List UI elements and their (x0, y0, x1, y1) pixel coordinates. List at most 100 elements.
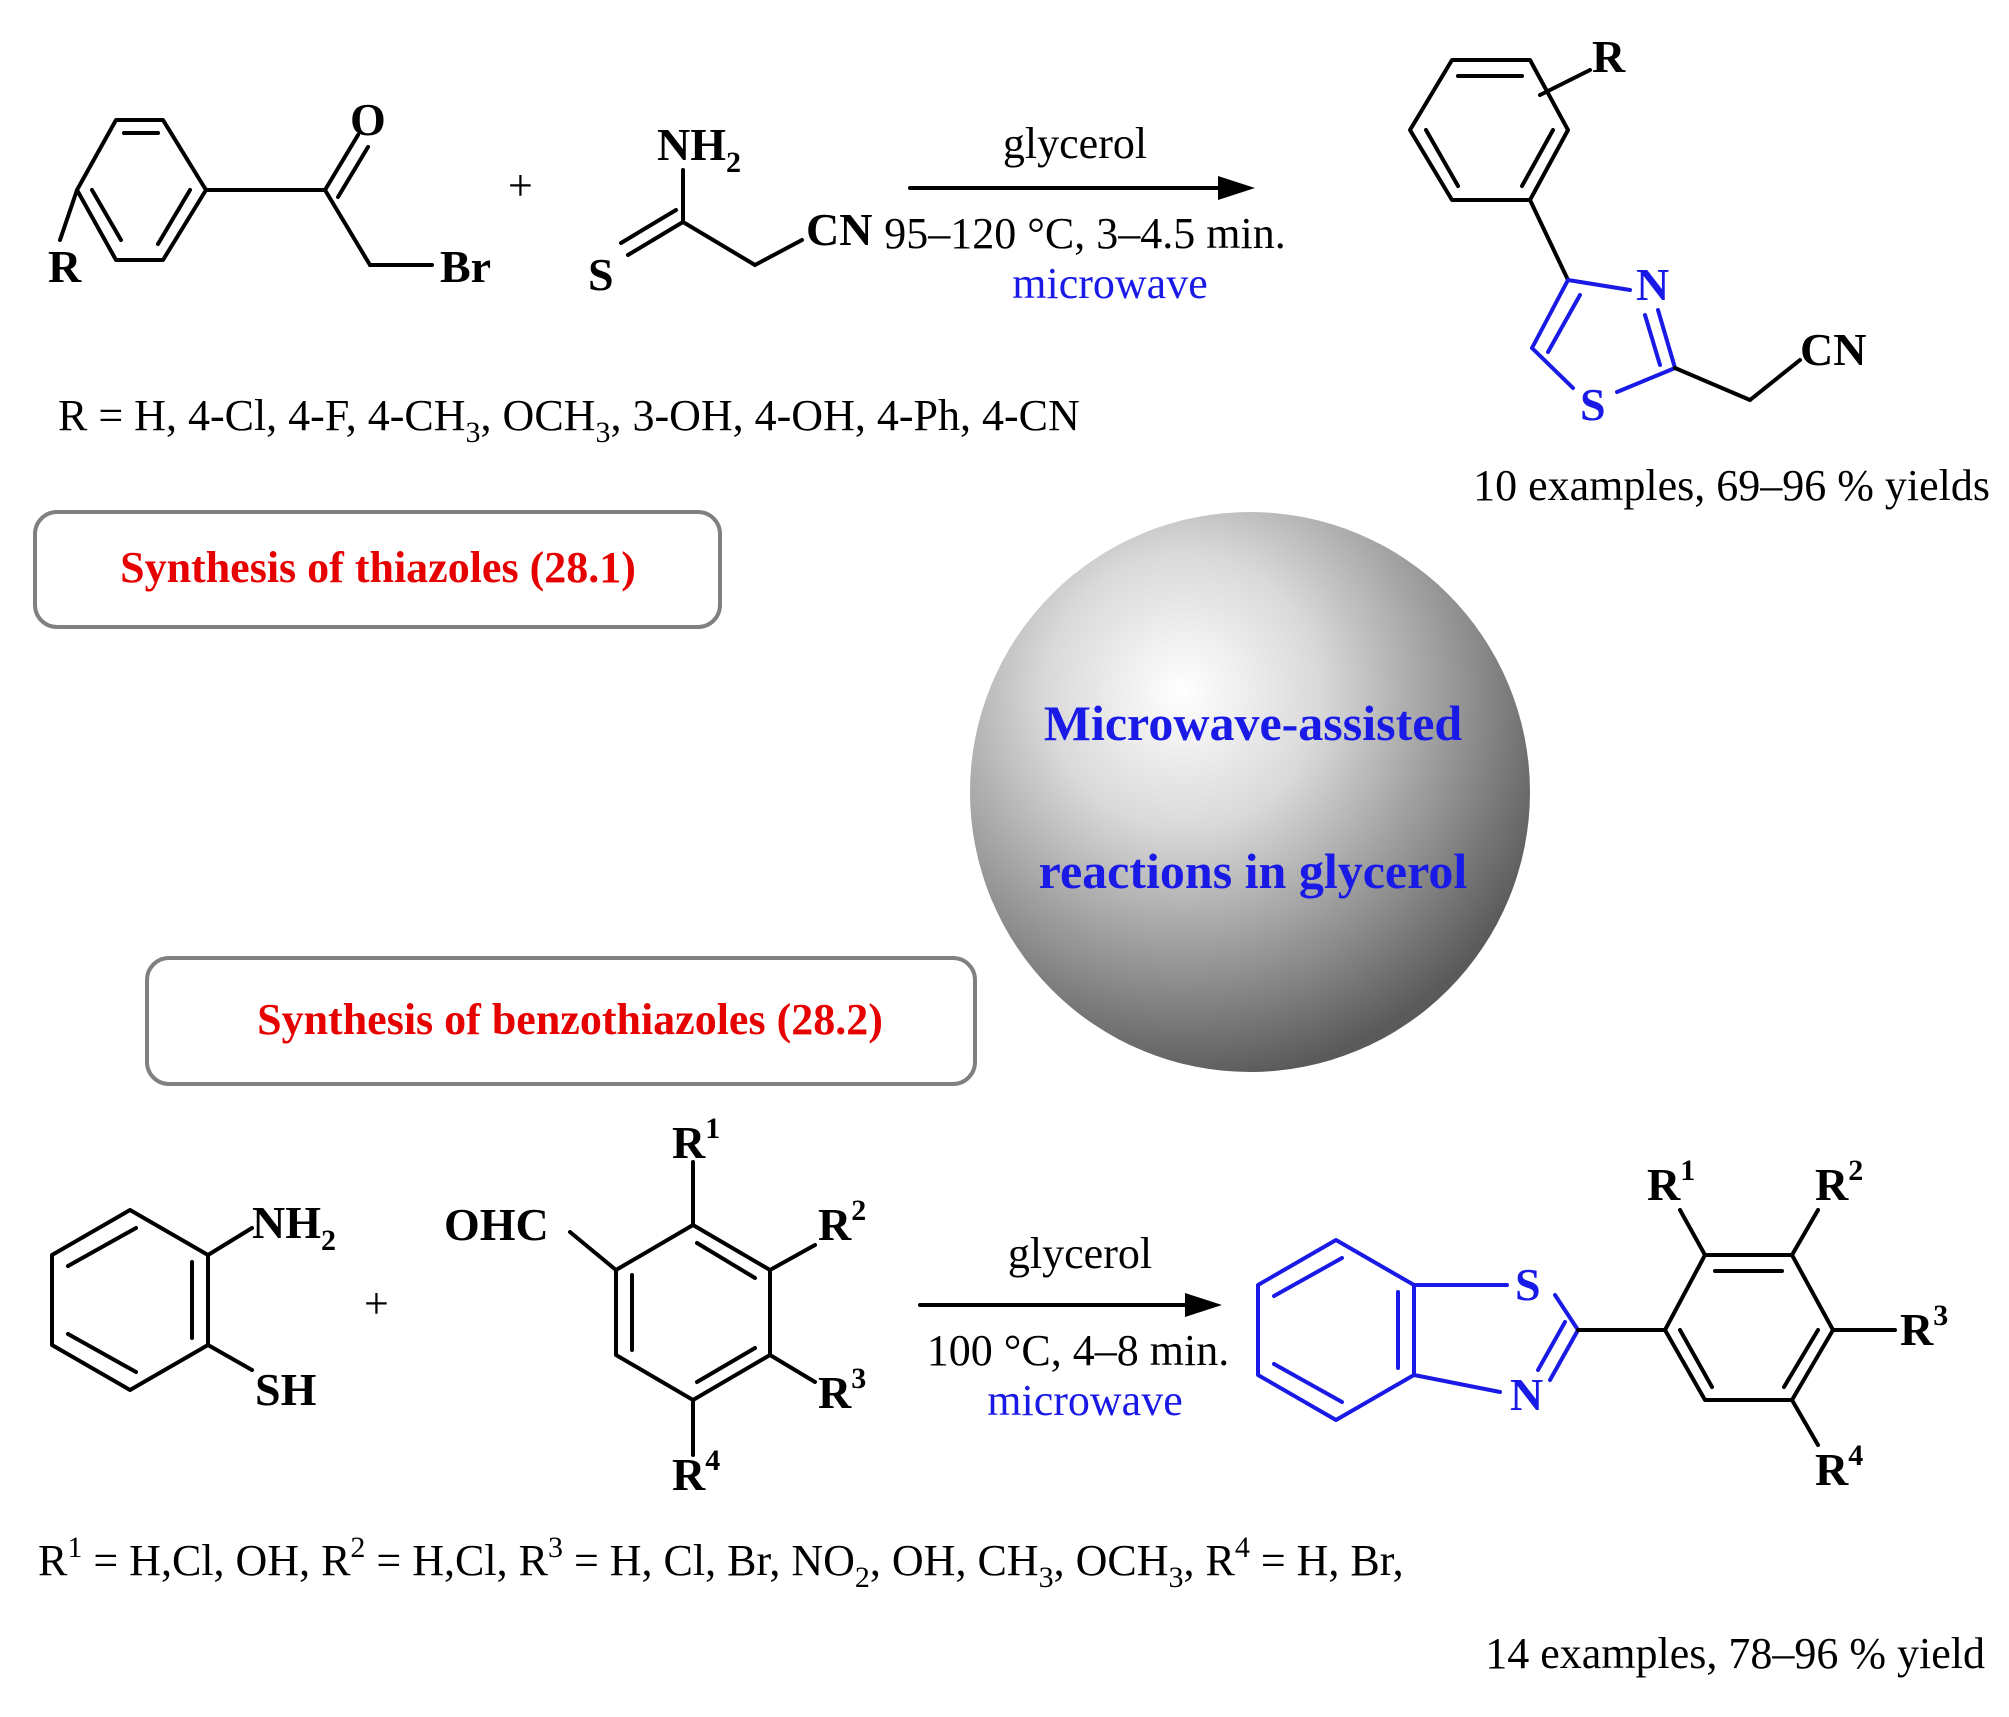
center-line-2: reactions in glycerol (1039, 843, 1468, 899)
s-c2-bond (1553, 1293, 1580, 1332)
ch2-cn-bond (753, 238, 804, 267)
c-cho-bond (568, 1230, 618, 1272)
thiazole-product-molecule: R N S CN (1408, 31, 1866, 430)
ch2-bond (323, 188, 372, 267)
inner-bond (156, 188, 192, 246)
benzothiazole-title: Synthesis of benzothiazoles (28.2) (257, 995, 883, 1044)
atom-Br: Br (440, 241, 491, 292)
product-R3: R3 (1900, 1299, 1948, 1355)
arrow-head (1218, 176, 1255, 200)
inner-bond (1424, 128, 1460, 188)
c2-n-bond (1643, 313, 1662, 367)
aminothiophenol-ring (50, 1208, 210, 1392)
r-groups-fragment: 4 (1235, 1531, 1250, 1564)
c-r1-bond (1678, 1208, 1707, 1257)
r-groups-fragment: = H,Cl, OH, R (82, 1536, 351, 1585)
r-groups-fragment: 2 (855, 1561, 870, 1594)
r-groups-fragment: = H, Cl, Br, NO (563, 1536, 855, 1585)
sphere (970, 512, 1530, 1072)
title-box-border (145, 956, 977, 1086)
c-sh-bond (206, 1343, 254, 1372)
r-groups-fragment: 3 (1039, 1561, 1054, 1594)
c-ch2-bond (681, 220, 757, 267)
s-c2-bond (1615, 366, 1677, 394)
inner-bond (695, 1241, 757, 1280)
r-groups-fragment: 3 (1168, 1561, 1183, 1594)
cyanothioacetamide-molecule: NH2 S CN (588, 119, 872, 300)
r-bond (1538, 68, 1592, 97)
product-R4: R4 (1815, 1439, 1863, 1495)
atom-OHC: OHC (444, 1199, 549, 1250)
r-groups-fragment: R (38, 1536, 68, 1585)
temp-time-label: 100 °C, 4–8 min. (927, 1326, 1229, 1375)
product-CN: CN (1800, 324, 1866, 375)
phenyl-thiazole-bond (1528, 198, 1570, 282)
inner-bond (695, 1346, 757, 1384)
thiazole-yield: 10 examples, 69–96 % yields (1473, 461, 1990, 510)
aminothiophenol-molecule: NH2 SH (50, 1197, 336, 1415)
product-S: S (1580, 379, 1606, 430)
benzothiazole-yield: 14 examples, 78–96 % yield (1485, 1629, 1985, 1678)
phenacyl-bromide-molecule: O R Br (48, 94, 491, 292)
ch2-cn-bond (1748, 358, 1802, 402)
atom-SH: SH (255, 1364, 317, 1415)
product-R1: R1 (1647, 1154, 1695, 1210)
r-groups-fragment: 2 (350, 1531, 365, 1564)
atom-CN: CN (806, 204, 872, 255)
inner-bond (1782, 1328, 1820, 1389)
inner-bond (1272, 1362, 1344, 1404)
plus-sign: + (364, 1279, 389, 1328)
atom-R4: R4 (672, 1444, 720, 1500)
inner-bond (66, 1226, 138, 1268)
c4-c5-bond (1546, 293, 1582, 354)
arrow-head (1185, 1293, 1222, 1317)
benzo-ring (1256, 1238, 1416, 1422)
thiazole-r-groups: R = H, 4-Cl, 4-F, 4-CH3, OCH3, 3-OH, 4-O… (58, 391, 1080, 449)
c5-s-bond (1530, 346, 1575, 390)
c-r3-bond (768, 1353, 817, 1384)
atom-NH2: NH2 (657, 119, 741, 179)
c-r4-bond (1790, 1398, 1820, 1447)
phenacyl-benzene-ring (75, 118, 208, 262)
atom-R: R (48, 241, 82, 292)
c-r2-bond (1790, 1208, 1820, 1257)
r-bond (58, 188, 79, 242)
atom-R1: R1 (672, 1112, 720, 1168)
c-n-bond (1412, 1373, 1502, 1394)
product-phenyl-ring (1408, 58, 1570, 202)
c4-n-bond (1566, 278, 1632, 292)
inner-bond (1272, 1256, 1344, 1298)
c-r2-bond (768, 1243, 817, 1272)
solvent-label: glycerol (1008, 1229, 1152, 1278)
product-N: N (1636, 259, 1669, 310)
carbonyl-bond (336, 145, 370, 199)
c2-ch2-bond (1673, 366, 1752, 402)
carbonyl-bond (323, 133, 360, 192)
benzothiazole-title-box: Synthesis of benzothiazoles (28.2) (145, 956, 977, 1086)
c4-c5-bond (1530, 278, 1570, 350)
r-groups-fragment: 1 (67, 1531, 82, 1564)
method-label: microwave (987, 1376, 1182, 1425)
r-groups-fragment: , OCH (1054, 1536, 1169, 1585)
title-box-border (33, 510, 722, 629)
thiazole-reaction-arrow: glycerol 95–120 °C, 3–4.5 min. microwave (884, 119, 1285, 308)
product-S: S (1515, 1259, 1541, 1310)
solvent-label: glycerol (1003, 119, 1147, 168)
atom-R3: R3 (818, 1362, 866, 1418)
center-sphere: Microwave-assisted reactions in glycerol (970, 512, 1530, 1072)
product-R: R (1592, 31, 1626, 82)
product-N: N (1510, 1369, 1543, 1420)
aldehyde-ring (614, 1223, 772, 1402)
c2-n-bond (1536, 1320, 1567, 1372)
center-line-1: Microwave-assisted (1044, 695, 1463, 751)
r-groups-fragment: , OH, CH (870, 1536, 1039, 1585)
r-groups-fragment: = H, Br, (1250, 1536, 1404, 1585)
thiazole-title-box: Synthesis of thiazoles (28.1) (33, 510, 722, 629)
aryl-ring (1663, 1253, 1835, 1402)
atom-O: O (350, 94, 386, 145)
product-R2: R2 (1815, 1154, 1863, 1210)
atom-NH2: NH2 (252, 1197, 336, 1257)
benzothiazole-r-groups: R1 = H,Cl, OH, R2 = H,Cl, R3 = H, Cl, Br… (38, 1531, 1404, 1594)
plus-sign: + (508, 161, 533, 210)
